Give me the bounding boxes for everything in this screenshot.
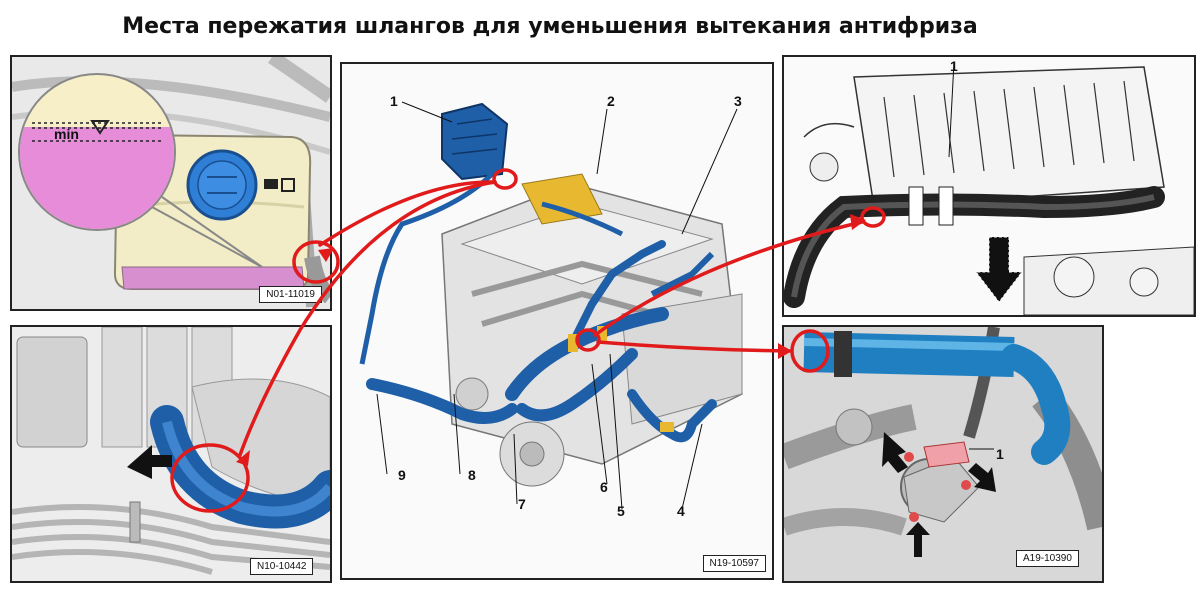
panel-lower-hose: N10-10442 <box>10 325 332 583</box>
arrow-icon <box>882 432 908 473</box>
panel-code-label: A19-10390 <box>1016 550 1079 567</box>
lower-hose-illustration <box>12 327 330 581</box>
callout-7: 7 <box>518 496 526 512</box>
down-arrow-icon <box>974 236 1024 303</box>
thermostat-housing-illustration <box>784 327 1102 581</box>
callout-3: 3 <box>734 93 742 109</box>
panel-code-label: N10-10442 <box>250 558 314 575</box>
panel-code-label: N19-10597 <box>702 555 766 572</box>
panel-thermostat-housing: 1 A19-10390 <box>782 325 1104 583</box>
callout-8: 8 <box>468 467 476 483</box>
callout-5: 5 <box>617 503 625 519</box>
arrow-icon <box>906 522 930 557</box>
panel-code-label: N01-11019 <box>259 286 322 303</box>
callout-6: 6 <box>600 479 608 495</box>
callout-2: 2 <box>607 93 615 109</box>
callout-1: 1 <box>996 446 1004 462</box>
callout-4: 4 <box>677 503 685 519</box>
panel-upper-hose: 1 <box>782 55 1196 317</box>
panel-expansion-tank: min N01-11019 <box>10 55 332 311</box>
level-marker-icon <box>90 120 110 135</box>
arrow-icon <box>127 445 172 479</box>
min-level-label: min <box>54 126 79 142</box>
callout-1: 1 <box>390 93 398 109</box>
callout-9: 9 <box>398 467 406 483</box>
panel-engine-overview: 1 2 3 4 5 6 7 8 9 N19-10597 <box>340 62 774 580</box>
callout-1: 1 <box>950 58 958 74</box>
page-title: Места пережатия шлангов для уменьшения в… <box>122 14 978 39</box>
arrow-icon <box>968 463 996 492</box>
